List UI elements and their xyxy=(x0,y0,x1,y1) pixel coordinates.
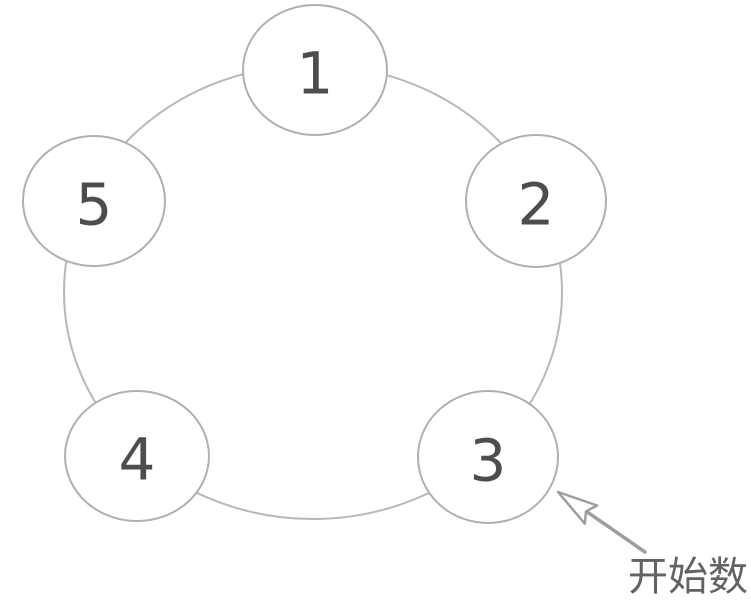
node-4-circle xyxy=(64,390,210,522)
node-2-circle xyxy=(465,134,607,268)
node-3-circle xyxy=(417,390,559,524)
node-3-label: 3 xyxy=(470,426,507,494)
node-3: 3 xyxy=(417,390,559,524)
node-1: 1 xyxy=(242,4,388,136)
node-1-circle xyxy=(242,4,388,136)
node-5: 5 xyxy=(22,135,166,267)
node-4-label: 4 xyxy=(119,425,156,493)
node-5-label: 5 xyxy=(76,170,113,238)
start-annotation: 开始数 xyxy=(556,490,748,600)
annotation-text: 开始数 xyxy=(628,554,748,600)
annotation-arrowhead-icon xyxy=(556,490,599,525)
node-2-label: 2 xyxy=(518,170,555,238)
node-5-circle xyxy=(22,135,166,267)
node-4: 4 xyxy=(64,390,210,522)
node-2: 2 xyxy=(465,134,607,268)
annotation-arrow-shaft xyxy=(586,510,647,554)
node-1-label: 1 xyxy=(297,39,334,107)
